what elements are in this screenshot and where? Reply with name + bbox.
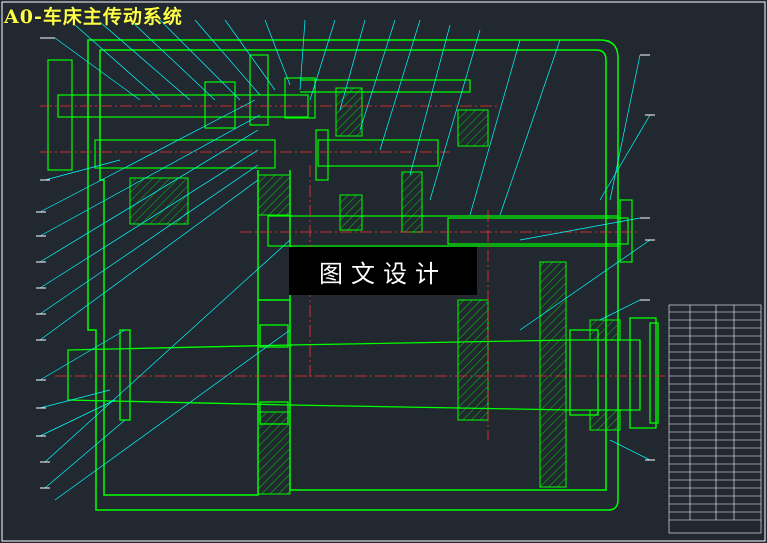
hatched-sections [129, 87, 621, 495]
drawing-title: A0-车床主传动系统 [4, 6, 183, 28]
input-shaft [47, 54, 471, 171]
middle-shaft [267, 129, 633, 263]
centerlines [40, 105, 665, 440]
leader-lines [39, 19, 651, 501]
parts-list [668, 304, 762, 534]
label-ticks [36, 37, 655, 489]
spindle [67, 317, 659, 429]
watermark-stamp: 图文设计 [289, 247, 477, 295]
